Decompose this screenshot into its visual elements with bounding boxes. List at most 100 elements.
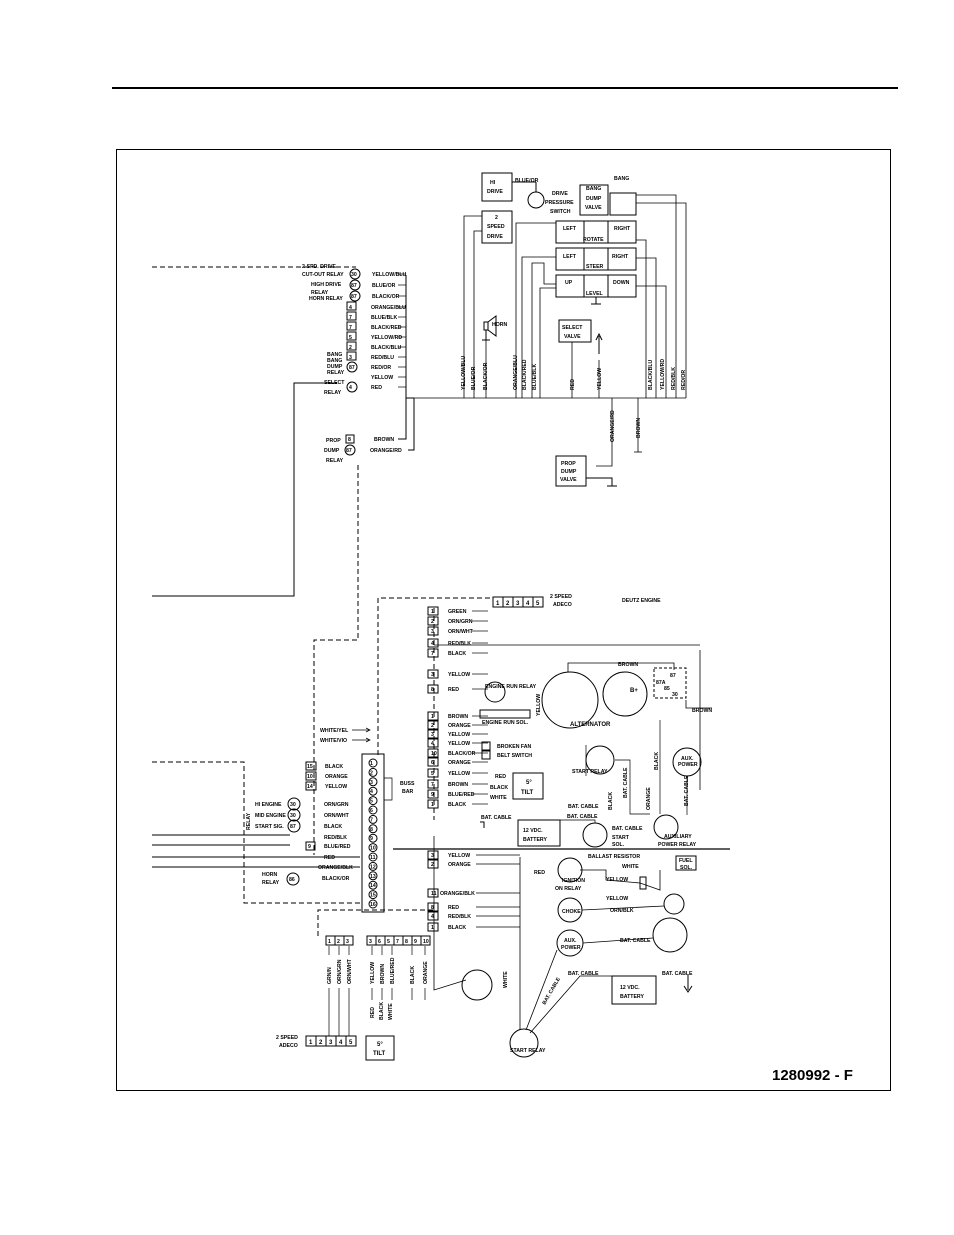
connector-cell-number: 10 xyxy=(423,939,429,945)
lower-wire-label: RED xyxy=(448,905,459,911)
engine-wire-label: YELLOW xyxy=(448,732,470,738)
bang-dump-valve-label-1: BANG xyxy=(586,186,601,192)
bus-left-term-1-num: 15 xyxy=(307,764,313,770)
select-valve-label-1: SELECT xyxy=(562,325,583,331)
prop-dump-valve-label-1: PROP xyxy=(561,461,576,467)
relay-block-pin: 87 xyxy=(290,824,296,830)
relay-pin-87a: 87A xyxy=(656,680,666,686)
deutz-engine-label: DEUTZ ENGINE xyxy=(622,598,661,604)
select-relay-label-1: SELECT xyxy=(324,380,345,386)
engine-wire-label: GREEN xyxy=(448,609,467,615)
adeco-connector-lower: 2 SPEED ADECO 1 2 3 4 5 xyxy=(276,1035,357,1049)
adeco-top-title-1: 2 SPEED xyxy=(550,594,572,600)
start-relay-lower-icon xyxy=(509,1028,539,1058)
brown-right-label: BROWN xyxy=(692,708,712,714)
wire-label-yellow-blu: YELLOW/BLU xyxy=(461,355,467,390)
select-valve-label-2: VALVE xyxy=(564,334,581,340)
two-speed-drive-label-1: 2 xyxy=(495,215,498,221)
bus-pin-circle xyxy=(368,796,378,806)
start-sol-bat-cable: BAT. CABLE xyxy=(568,804,599,810)
relay-block-pin-circle xyxy=(287,808,301,822)
tilt-lower-label-2: TILT xyxy=(373,1051,386,1057)
bus-left-term-2-num: 10 xyxy=(307,774,313,780)
terminal-box xyxy=(346,341,357,351)
lower-bus-terminal-number: 9 xyxy=(308,844,311,850)
engine-terminal-box xyxy=(427,738,439,748)
relay-block-wire: BLACK xyxy=(324,824,342,830)
aux-power-relay-label-1: AUXILIARY xyxy=(664,834,692,840)
wire-label-brown: BROWN xyxy=(636,418,642,438)
lower-bus-terminal-box xyxy=(305,841,316,851)
steer-right-label: RIGHT xyxy=(612,254,629,260)
bus-pin-number: 13 xyxy=(370,874,376,880)
bus-pin-number: 4 xyxy=(370,789,373,795)
prop-relay-terminal-box xyxy=(345,434,355,444)
prop-dump-valve-label-3: VALVE xyxy=(560,477,577,483)
select-valve-box: SELECT VALVE xyxy=(558,319,592,343)
lower-bus-wire-label: BLUE/RED xyxy=(324,844,351,850)
relay-label-2spd-drive: 2-SPD. DRIVE xyxy=(302,264,337,270)
bus-pin-circle xyxy=(368,871,378,881)
connector-cell-number: 3 xyxy=(346,939,349,945)
aux-power-relay-label-2: POWER RELAY xyxy=(658,842,697,848)
bat-cable-lower-3: BAT. CABLE xyxy=(662,971,693,977)
relay-block-pin: 30 xyxy=(290,802,296,808)
terminal-box xyxy=(346,311,357,321)
relay-label-horn: HORN RELAY xyxy=(309,296,343,302)
engine-wire-label: YELLOW xyxy=(448,741,470,747)
relay-block-pin: 30 xyxy=(290,813,296,819)
engine-terminal-number: 2 xyxy=(431,619,434,625)
terminal-wire-label: BLACK/BLU xyxy=(371,345,402,351)
connector-cell xyxy=(420,935,431,946)
steer-left-label: LEFT xyxy=(563,254,577,260)
adeco-lower-title-2: ADECO xyxy=(279,1043,298,1049)
alternator-icon: ALTERNATOR B+ xyxy=(541,671,648,729)
hi-drive-box: HI DRIVE xyxy=(481,172,513,202)
engine-wire-label: BLUE/RED xyxy=(448,792,475,798)
engine-terminal-box xyxy=(427,779,439,789)
adeco-top-cell-4: 4 xyxy=(526,601,530,607)
battery-engine-bat-cable: BAT. CABLE xyxy=(481,815,512,821)
prop-relay-terminal-1: 8 xyxy=(348,437,351,443)
bus-pin-number: 8 xyxy=(370,827,373,833)
engine-wire-label: ORN/GRN xyxy=(448,619,473,625)
wire-label-red-or: RED/OR xyxy=(681,370,687,390)
battery-engine-label-2: BATTERY xyxy=(523,837,547,843)
relay-pin-85: 85 xyxy=(664,686,670,692)
connector-wire-label: ORANGE xyxy=(423,961,429,984)
tilt-lower-wire-red: RED xyxy=(370,1007,376,1018)
adeco-lower-cell-5: 5 xyxy=(349,1040,353,1046)
relay-block-name: MID ENGINE xyxy=(255,813,286,819)
wire-label-black-red: BLACK/RED xyxy=(522,359,528,390)
left-harness-lines xyxy=(152,834,360,868)
connector-wire-label: BROWN xyxy=(380,964,386,984)
bus-left-term-3-wire: YELLOW xyxy=(325,784,347,790)
bang-dump-valve-box: BANG DUMP VALVE xyxy=(579,184,637,216)
lower-wire-label: ORANGE xyxy=(448,862,471,868)
ignition-relay-label-1: IGNITION xyxy=(562,878,585,884)
engine-terminal-number: 3 xyxy=(431,629,434,635)
aux-power-relay-icon xyxy=(653,814,679,840)
engine-interconnect-wires xyxy=(393,720,730,850)
engine-wire-label: RED/BLK xyxy=(448,641,471,647)
lower-interconnect-wires xyxy=(519,857,665,1034)
aux-power-lower-label-1: AUX. xyxy=(564,938,577,944)
terminal-box xyxy=(346,301,357,311)
lower-wire-label: ORANGE/BLK xyxy=(440,891,475,897)
prop-relay-label-2: DUMP xyxy=(324,448,340,454)
lower-wire-label: RED/BLK xyxy=(448,914,471,920)
alternator-label: ALTERNATOR xyxy=(570,722,611,728)
belt-switch-label: BELT SWITCH xyxy=(497,753,532,759)
orn-blk-label: ORN/BLK xyxy=(610,908,634,914)
engine-terminal-box xyxy=(427,648,439,658)
bus-pin-circle xyxy=(368,805,378,815)
tilt-lower-wire-black: BLACK xyxy=(379,1002,385,1020)
two-speed-drive-label-3: DRIVE xyxy=(487,234,503,240)
engine-terminal-box xyxy=(427,626,439,636)
horn-relay-label-2: RELAY xyxy=(262,880,280,886)
steer-valve: LEFT STEER RIGHT xyxy=(555,247,637,271)
bang-dump-valve-label-2: DUMP xyxy=(586,196,602,202)
